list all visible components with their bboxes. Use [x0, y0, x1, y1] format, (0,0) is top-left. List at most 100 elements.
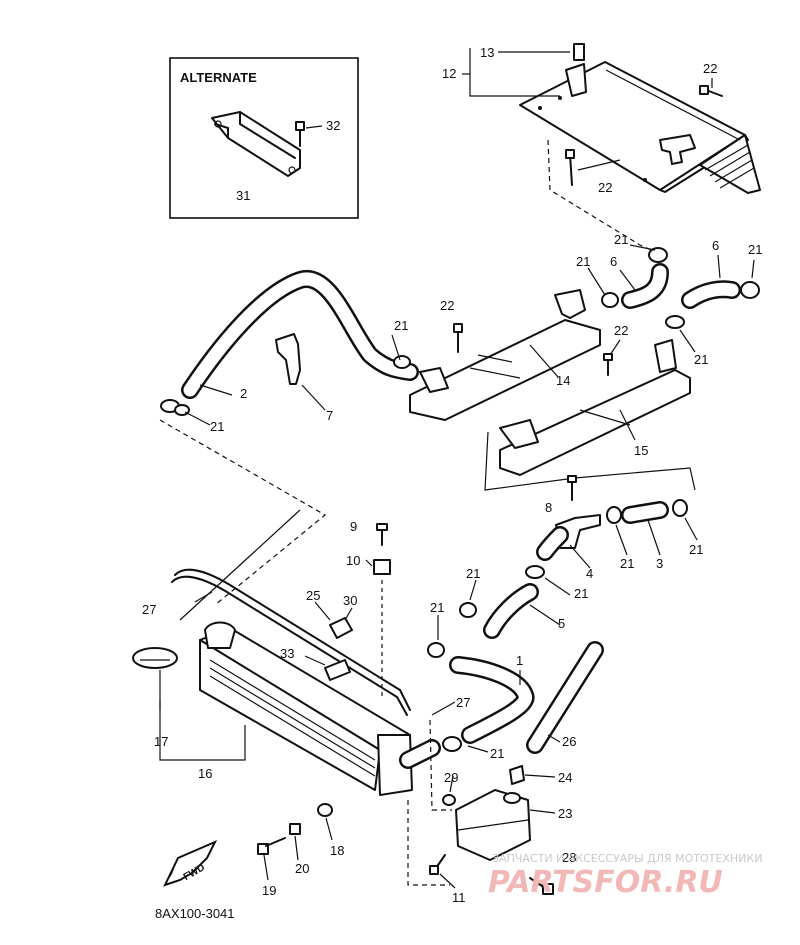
- clamp-21-left: [160, 399, 190, 416]
- callout-29: 29: [444, 770, 458, 785]
- fwd-arrow-icon: FWD: [163, 839, 218, 887]
- diagram-code: 8AX100-3041: [155, 906, 235, 921]
- clip-30: [329, 617, 353, 639]
- screw-9: [376, 523, 388, 546]
- grommet-29: [442, 794, 456, 806]
- callout-19: 19: [262, 883, 276, 898]
- callout-22: 22: [598, 180, 612, 195]
- bolt-22-pipe15: [603, 353, 613, 376]
- hose-3: [621, 501, 669, 524]
- watermark: ЗАПЧАСТИ И АКСЕССУАРЫ ДЛЯ МОТОТЕХНИКИ PA…: [488, 852, 762, 900]
- callout-3: 3: [656, 556, 663, 571]
- callout-21: 21: [576, 254, 590, 269]
- callout-22: 22: [440, 298, 454, 313]
- callout-21: 21: [394, 318, 408, 333]
- clamp-21-hose1: [442, 736, 462, 752]
- callout-13: 13: [480, 45, 494, 60]
- callout-16: 16: [198, 766, 212, 781]
- fan-shroud-cover: [519, 61, 761, 194]
- hose-6a: [621, 263, 669, 309]
- callout-15: 15: [634, 443, 648, 458]
- callout-9: 9: [350, 519, 357, 534]
- callout-10: 10: [346, 553, 360, 568]
- watermark-logo: PARTSFOR.RU: [488, 865, 723, 900]
- watermark-subtitle: ЗАПЧАСТИ И АКСЕССУАРЫ ДЛЯ МОТОТЕХНИКИ: [492, 852, 762, 865]
- callout-14: 14: [556, 373, 570, 388]
- bolt-28: [529, 877, 554, 895]
- hose-5: [483, 583, 539, 639]
- callout-21: 21: [614, 232, 628, 247]
- callout-24: 24: [558, 770, 572, 785]
- callout-6: 6: [712, 238, 719, 253]
- callout-23: 23: [558, 806, 572, 821]
- leader-lines: [159, 244, 755, 889]
- collar-20: [289, 823, 301, 835]
- callout-labels: 13 12 22 22 32 31 21 6 21 21 6 21 22 22 …: [142, 45, 762, 905]
- callout-11: 11: [452, 890, 466, 905]
- callout-17: 17: [154, 734, 168, 749]
- bolt-22-cover: [565, 149, 575, 186]
- sensor-13: [565, 43, 587, 97]
- callout-20: 20: [295, 861, 309, 876]
- callout-22: 22: [614, 323, 628, 338]
- callout-5: 5: [558, 616, 565, 631]
- callout-12: 12: [442, 66, 456, 81]
- callout-21: 21: [689, 542, 703, 557]
- callout-27: 27: [142, 602, 156, 617]
- clamps-21-hose5: [427, 602, 477, 658]
- hose-26: [526, 641, 604, 754]
- callout-21: 21: [466, 566, 480, 581]
- callout-31: 31: [236, 188, 250, 203]
- callout-25: 25: [306, 588, 320, 603]
- bracket-31: [211, 111, 301, 177]
- clip-33: [324, 659, 351, 681]
- callout-21: 21: [694, 352, 708, 367]
- clamp-21-mid: [393, 355, 411, 369]
- bolt-19: [257, 837, 286, 855]
- callout-26: 26: [562, 734, 576, 749]
- callout-21: 21: [574, 586, 588, 601]
- bolt-8: [567, 475, 577, 501]
- hose-1: [449, 656, 535, 744]
- bolt-22-top: [699, 85, 723, 97]
- callout-22: 22: [703, 61, 717, 76]
- bolt-22-pipe14: [453, 323, 463, 353]
- clamps-21-right: [601, 247, 760, 329]
- hose-2: [181, 269, 419, 399]
- callout-33: 33: [280, 646, 294, 661]
- alternate-title: ALTERNATE: [180, 70, 257, 85]
- callout-21: 21: [490, 746, 504, 761]
- callout-21: 21: [748, 242, 762, 257]
- alternate-inset: ALTERNATE: [169, 57, 359, 219]
- nut-10: [373, 559, 391, 575]
- callout-27: 27: [456, 695, 470, 710]
- cap-17: [132, 647, 178, 669]
- grommet-18: [317, 803, 333, 817]
- callout-4: 4: [586, 566, 593, 581]
- callout-28: 28: [562, 850, 576, 865]
- bolt-32: [295, 121, 305, 147]
- callout-2: 2: [240, 386, 247, 401]
- callout-21: 21: [210, 419, 224, 434]
- callout-30: 30: [343, 593, 357, 608]
- reservoir-23: [455, 789, 531, 861]
- hose-25: [171, 568, 411, 716]
- callout-8: 8: [545, 500, 552, 515]
- hose-6b: [681, 280, 741, 309]
- joint-4: [536, 514, 601, 561]
- callout-1: 1: [516, 653, 523, 668]
- pipe-15: [499, 339, 691, 476]
- callout-6: 6: [610, 254, 617, 269]
- callout-7: 7: [326, 408, 333, 423]
- radiator-16: [199, 621, 441, 796]
- callout-21: 21: [430, 600, 444, 615]
- callout-21: 21: [620, 556, 634, 571]
- callout-18: 18: [330, 843, 344, 858]
- bracket-7: [275, 333, 301, 385]
- clamps-21-joint: [525, 499, 688, 579]
- bolt-11: [429, 854, 446, 875]
- fitting-24: [509, 765, 525, 785]
- callout-32: 32: [326, 118, 340, 133]
- pipe-14: [409, 289, 601, 421]
